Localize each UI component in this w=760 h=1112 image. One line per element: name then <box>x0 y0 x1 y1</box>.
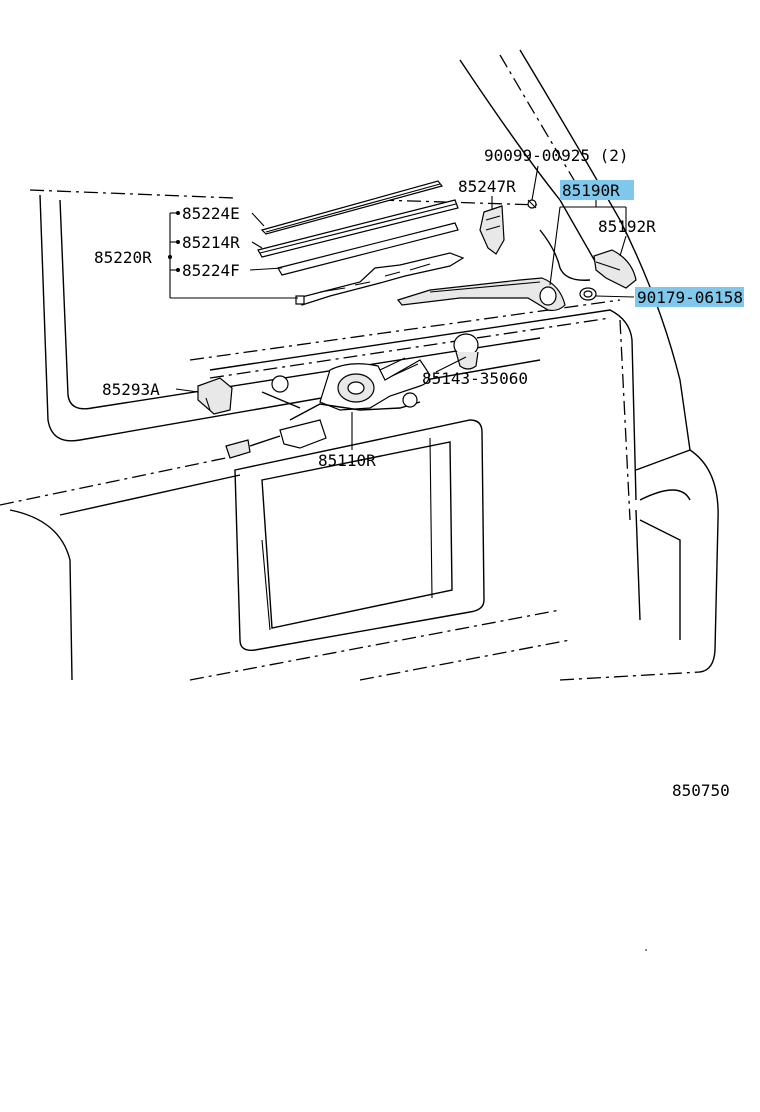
label-cover[interactable]: 85293A <box>102 380 160 399</box>
label-nut[interactable]: 90179-06158 <box>637 288 743 307</box>
bolt <box>527 199 537 209</box>
arm-bracket <box>479 205 505 255</box>
label-rubber-e[interactable]: 85224E <box>182 204 240 223</box>
cover <box>197 377 233 415</box>
bracket-ticks <box>168 211 180 272</box>
label-refill[interactable]: 85214R <box>182 233 240 252</box>
speck <box>645 949 647 951</box>
head-cap <box>593 249 637 289</box>
label-blade[interactable]: 85220R <box>94 248 152 267</box>
highlight-arm-assy <box>560 180 634 200</box>
wiper-rubber-f <box>277 222 459 276</box>
label-arm-assy[interactable]: 85190R <box>562 181 620 200</box>
nut <box>579 287 597 301</box>
highlight-nut <box>635 287 744 307</box>
wiper-motor <box>225 357 430 459</box>
label-motor[interactable]: 85110R <box>318 451 376 470</box>
label-bolt[interactable]: 90099-00925 (2) <box>484 146 629 165</box>
vehicle-body-outline <box>0 49 719 681</box>
label-rubber-f[interactable]: 85224F <box>182 261 240 280</box>
label-grommet[interactable]: 85143-35060 <box>422 369 528 388</box>
label-cap[interactable]: 85192R <box>598 217 656 236</box>
wiper-refill <box>257 199 459 258</box>
label-bracket[interactable]: 85247R <box>458 177 516 196</box>
wiper-blade <box>295 252 465 306</box>
grommet <box>453 333 479 370</box>
wiper-rubber-e <box>260 180 444 235</box>
diagram-code: 850750 <box>672 781 730 800</box>
wiper-arm <box>396 277 566 312</box>
